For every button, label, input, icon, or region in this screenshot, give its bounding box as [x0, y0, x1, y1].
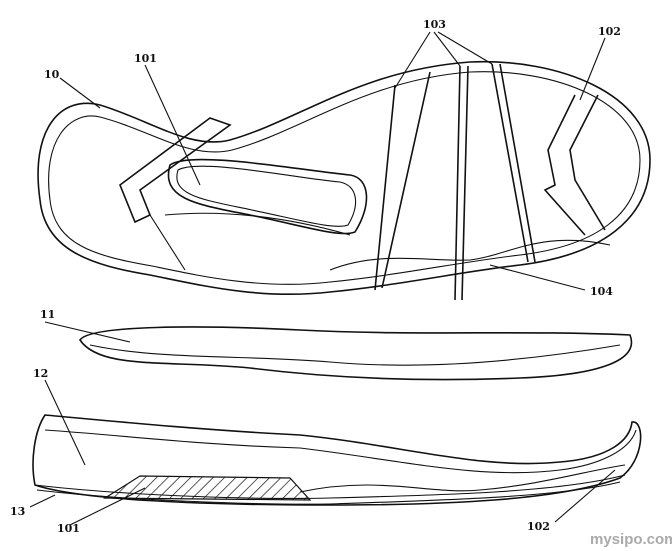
sole-top-view — [37, 31, 651, 301]
label-101-side: 101 — [57, 522, 80, 535]
label-10: 10 — [44, 68, 60, 81]
watermark: mysipo.com — [590, 531, 672, 548]
label-102-side: 102 — [527, 520, 550, 533]
label-13: 13 — [10, 505, 25, 518]
label-103: 103 — [423, 18, 446, 31]
insole-side-view — [44, 321, 633, 381]
label-104: 104 — [590, 285, 613, 298]
label-12: 12 — [33, 367, 48, 380]
label-11: 11 — [40, 308, 55, 321]
label-101-top: 101 — [134, 52, 157, 65]
label-102-top: 102 — [598, 25, 621, 38]
midsole-side-view — [29, 379, 642, 526]
